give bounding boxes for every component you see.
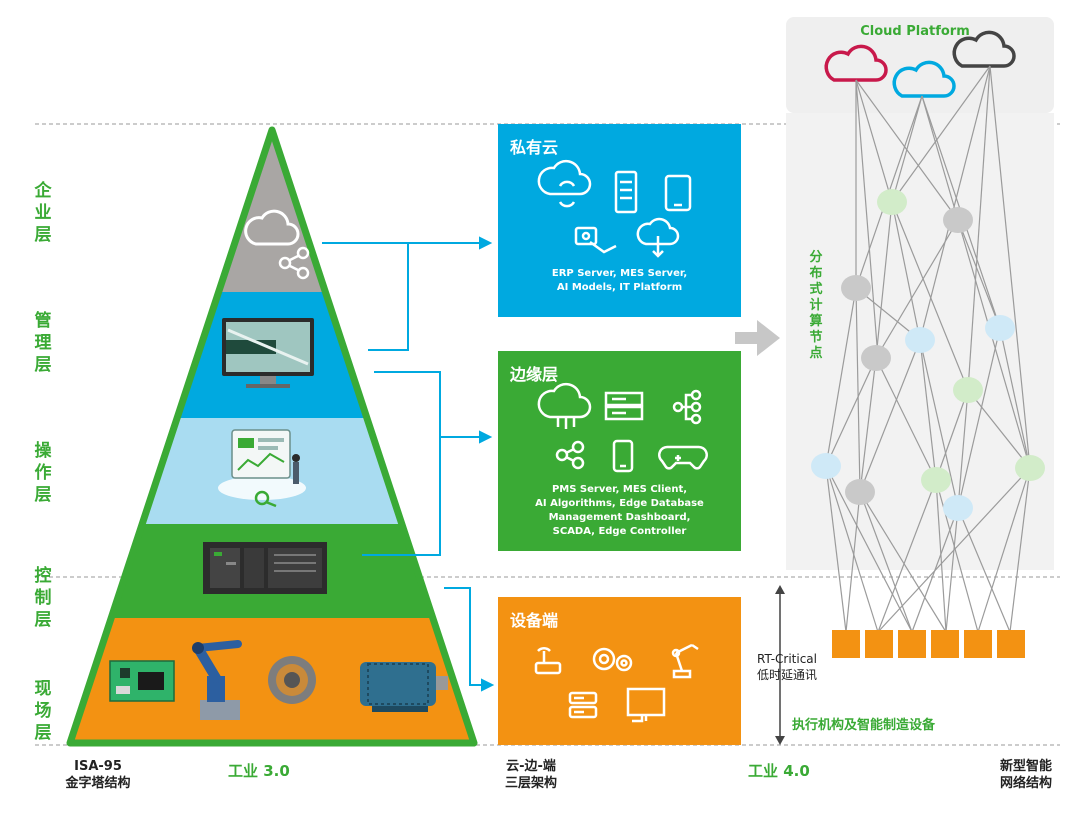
network-node — [877, 189, 907, 215]
device-node — [964, 630, 992, 658]
gamepad-icon — [658, 445, 708, 470]
motor-stator-illustration — [268, 656, 316, 704]
private-cloud-box: 私有云 ERP Server, MES Server, AI Models, I… — [498, 124, 741, 317]
network-node — [905, 327, 935, 353]
tablet-icon — [664, 174, 692, 212]
server-tower-icon — [614, 170, 638, 214]
network-node — [953, 377, 983, 403]
server-stack-icon — [568, 691, 598, 719]
network-node — [985, 315, 1015, 341]
network-node — [921, 467, 951, 493]
layer-label-field: 现 场 层 — [34, 679, 52, 743]
isa95-label: ISA-95 金字塔结构 — [65, 759, 131, 791]
monitor-illustration — [222, 318, 314, 388]
device-node — [832, 630, 860, 658]
cloud-icon — [244, 209, 300, 246]
network-node — [1015, 455, 1045, 481]
device-node — [898, 630, 926, 658]
layer-label-operation: 操 作 层 — [34, 441, 52, 505]
hierarchy-icon — [672, 389, 702, 425]
cloud-edge-end-label: 云-边-端 三层架构 — [504, 759, 557, 791]
money-hand-icon — [574, 226, 617, 254]
device-node — [865, 630, 893, 658]
cloud-icon — [952, 30, 1016, 68]
layer-label-enterprise: 企 业 层 — [34, 181, 52, 245]
rt-critical-label: RT-Critical 低时延通讯 — [756, 652, 817, 682]
network-node — [841, 275, 871, 301]
edge-layer-box: 边缘层 PMS Server, MES Client, AI Algorithm… — [498, 351, 741, 551]
cloud-download-icon — [636, 217, 680, 258]
people-network-icon — [555, 440, 585, 470]
server-rack-icon — [604, 391, 644, 421]
new-network-label: 新型智能 网络结构 — [999, 759, 1052, 791]
edge-layer-desc: PMS Server, MES Client, AI Algorithms, E… — [535, 484, 704, 537]
cloud-icon — [892, 60, 956, 98]
electric-motor-illustration — [360, 662, 448, 712]
industry-4-label: 工业 4.0 — [748, 762, 810, 780]
network-node — [943, 207, 973, 233]
network-node — [811, 453, 841, 479]
cloud-platform-title: Cloud Platform — [860, 24, 970, 39]
plc-illustration — [203, 542, 327, 594]
cloud-network-icon — [537, 382, 592, 429]
edge-layer-title: 边缘层 — [510, 365, 559, 384]
layer-label-management: 管 理 层 — [34, 311, 52, 375]
distributed-nodes-label: 分 布 式 计 算 节 点 — [809, 250, 823, 361]
dashboard-illustration — [218, 429, 306, 508]
monitor-icon — [626, 687, 666, 723]
cloud-icon — [824, 44, 888, 82]
robot-arm-icon — [671, 643, 699, 679]
cloud-sync-icon — [537, 159, 592, 208]
device-end-box: 设备端 — [498, 597, 741, 745]
layer-label-control: 控 制 层 — [34, 566, 52, 630]
private-cloud-desc: ERP Server, MES Server, AI Models, IT Pl… — [551, 268, 688, 293]
share-icon — [278, 246, 310, 280]
smartphone-icon — [612, 439, 634, 473]
network-node — [845, 479, 875, 505]
router-icon — [534, 647, 562, 675]
isa95-pyramid — [66, 126, 478, 747]
circuit-board-illustration — [109, 660, 175, 702]
gears-icon — [592, 647, 633, 672]
network-node — [943, 495, 973, 521]
network-node — [861, 345, 891, 371]
device-node — [997, 630, 1025, 658]
private-cloud-title: 私有云 — [510, 138, 559, 157]
robot-arm-illustration — [192, 640, 242, 720]
industry-3-label: 工业 3.0 — [228, 762, 290, 780]
actuators-label: 执行机构及智能制造设备 — [792, 718, 936, 733]
device-node — [931, 630, 959, 658]
device-end-title: 设备端 — [510, 611, 559, 630]
